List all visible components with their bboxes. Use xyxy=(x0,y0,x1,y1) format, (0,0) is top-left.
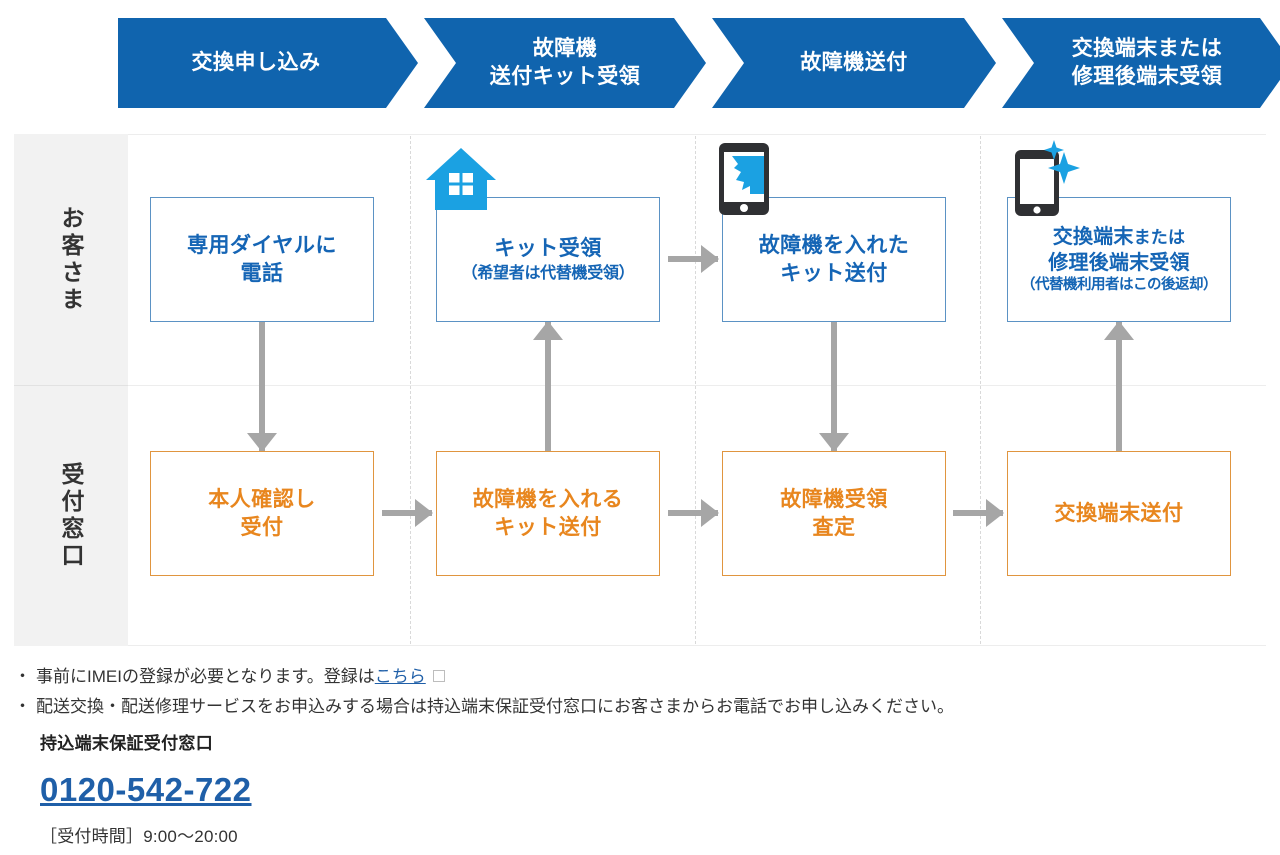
column-divider-3 xyxy=(980,136,981,644)
banner-step-receive: 交換端末または 修理後端末受領 xyxy=(1002,18,1280,108)
node-kit-send-line2: キット送付 xyxy=(780,261,888,285)
node-device-receive-sub: （代替機利用者はこの後返却） xyxy=(1021,277,1218,294)
banner-step-send: 故障機送付 xyxy=(712,18,996,108)
arrow-up-col2 xyxy=(533,321,563,451)
note-imei-lead: 事前にIMEIの登録が必要となります。登録は xyxy=(36,667,375,686)
banner-step-receive-line2: 修理後端末受領 xyxy=(1071,65,1223,88)
node-kit-receive-sub: （希望者は代替機受領） xyxy=(461,264,635,282)
column-divider-1 xyxy=(410,136,411,644)
node-kit-receive-line1: キット受領 xyxy=(494,237,602,261)
arrow-head xyxy=(415,499,433,527)
arrow-right-row1-col2-col3 xyxy=(668,245,719,273)
arrow-head xyxy=(701,245,719,273)
arrow-head xyxy=(1104,321,1134,340)
arrow-head xyxy=(247,433,277,452)
banner-step-receive-line1: 交換端末または xyxy=(1071,36,1223,60)
arrow-head xyxy=(986,499,1004,527)
node-kit-send-line1: 故障機を入れた xyxy=(758,233,910,257)
node-assess: 故障機受領 査定 xyxy=(722,451,946,576)
arrow-down-col3 xyxy=(819,322,849,452)
arrow-stem xyxy=(668,510,718,516)
contact-title: 持込端末保証受付窓口 xyxy=(40,733,213,753)
banner-step-kit: 故障機 送付キット受領 xyxy=(424,18,706,108)
note-imei-text: 事前にIMEIの登録が必要となります。登録はこちら xyxy=(36,664,1264,690)
footer-notes: ・ 事前にIMEIの登録が必要となります。登録はこちら ・ 配送交換・配送修理サ… xyxy=(14,664,1264,851)
arrow-stem xyxy=(1116,322,1122,451)
banner-step-apply-line1: 交換申し込み xyxy=(191,50,321,74)
arrow-stem xyxy=(831,322,837,451)
node-device-receive-line2: 修理後端末受領 xyxy=(1048,251,1190,274)
column-divider-2 xyxy=(695,136,696,644)
node-verify-line2: 受付 xyxy=(240,515,284,539)
node-device-receive-line1-main: 交換端末 xyxy=(1052,225,1134,248)
grid-line-top xyxy=(14,134,1266,135)
node-verify: 本人確認し 受付 xyxy=(150,451,374,576)
arrow-stem xyxy=(382,510,432,516)
grid-line-middle xyxy=(14,385,1266,386)
node-device-receive-line1-suffix: または xyxy=(1133,227,1186,247)
banner-step-kit-line1: 故障機 xyxy=(532,36,598,60)
node-call-line2: 電話 xyxy=(240,261,284,285)
row-label-divider xyxy=(14,385,128,386)
flow-diagram: お客さま 受付窓口 xyxy=(14,134,1266,646)
note-delivery: ・ 配送交換・配送修理サービスをお申込みする場合は持込端末保証受付窓口にお客さま… xyxy=(14,694,1264,720)
banner-step-kit-line2: 送付キット受領 xyxy=(489,65,641,88)
contact-block: 持込端末保証受付窓口 0120-542-722 ［受付時間］9:00〜20:00 xyxy=(40,731,1264,851)
grid-line-bottom xyxy=(14,645,1266,646)
arrow-stem xyxy=(668,256,718,262)
node-device-ship-line1: 交換端末送付 xyxy=(1054,501,1184,525)
arrow-head xyxy=(819,433,849,452)
external-link-icon xyxy=(432,670,445,682)
node-verify-line1: 本人確認し xyxy=(208,487,316,511)
node-device-ship: 交換端末送付 xyxy=(1007,451,1231,576)
arrow-right-row2-col2-col3 xyxy=(668,499,719,527)
arrow-right-row2-col3-col4 xyxy=(953,499,1004,527)
broken-phone-icon xyxy=(718,142,770,216)
house-icon xyxy=(424,146,498,212)
sparkle-phone-icon xyxy=(1002,138,1088,218)
arrow-up-col4 xyxy=(1104,321,1134,451)
node-kit-receive: キット受領 （希望者は代替機受領） xyxy=(436,197,660,322)
note-imei: ・ 事前にIMEIの登録が必要となります。登録はこちら xyxy=(14,664,1264,690)
arrow-head xyxy=(533,321,563,340)
banner-step-apply: 交換申し込み xyxy=(118,18,418,108)
node-device-receive-line1: 交換端末または xyxy=(1053,224,1185,250)
arrow-stem xyxy=(953,510,1003,516)
node-kit-ship-line1: 故障機を入れる xyxy=(472,487,624,511)
node-call: 専用ダイヤルに 電話 xyxy=(150,197,374,322)
arrow-right-row2-col1-col2 xyxy=(382,499,433,527)
note-delivery-text: 配送交換・配送修理サービスをお申込みする場合は持込端末保証受付窓口にお客さまから… xyxy=(36,697,954,717)
row-label-column xyxy=(14,134,128,646)
row-label-customer: お客さま xyxy=(58,205,84,314)
contact-hours: ［受付時間］9:00〜20:00 xyxy=(40,827,238,847)
arrow-down-col1 xyxy=(247,322,277,452)
node-kit-ship-line2: キット送付 xyxy=(494,515,602,539)
node-kit-ship: 故障機を入れる キット送付 xyxy=(436,451,660,576)
arrow-head xyxy=(701,499,719,527)
note-bullet: ・ xyxy=(14,667,31,686)
node-device-receive: 交換端末または 修理後端末受領 （代替機利用者はこの後返却） xyxy=(1007,197,1231,322)
row-label-counter: 受付窓口 xyxy=(58,461,84,570)
banner-step-send-line1: 故障機送付 xyxy=(800,50,908,74)
process-step-banner: 交換申し込み 故障機 送付キット受領 故障機送付 交換端末または 修理後端末受領 xyxy=(118,18,1262,108)
note-bullet: ・ xyxy=(14,697,31,717)
arrow-stem xyxy=(259,322,265,451)
node-kit-send: 故障機を入れた キット送付 xyxy=(722,197,946,322)
arrow-stem xyxy=(545,322,551,451)
node-call-line1: 専用ダイヤルに xyxy=(187,233,337,257)
contact-phone-link[interactable]: 0120-542-722 xyxy=(40,771,252,809)
node-assess-line1: 故障機受領 xyxy=(780,487,888,511)
imei-register-link[interactable]: こちら xyxy=(374,667,426,686)
node-assess-line2: 査定 xyxy=(812,515,856,539)
